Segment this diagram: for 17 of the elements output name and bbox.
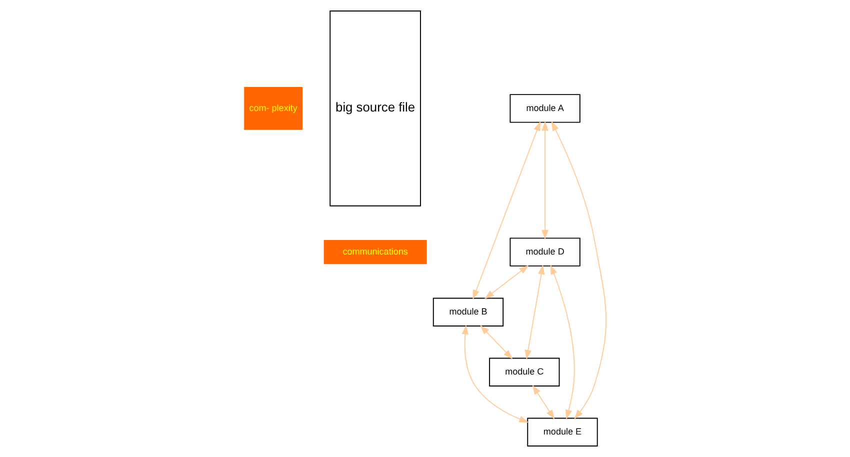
arrow bbox=[484, 265, 528, 300]
arrow bbox=[524, 264, 544, 360]
arrow bbox=[461, 324, 528, 423]
arrow bbox=[550, 264, 574, 420]
node-box: module B bbox=[432, 298, 504, 326]
node-box: module E bbox=[526, 418, 598, 447]
node-box: big source file bbox=[329, 10, 420, 206]
arrow bbox=[550, 121, 606, 420]
arrow bbox=[532, 384, 554, 420]
node-box: module A bbox=[509, 94, 580, 123]
arrow bbox=[541, 121, 548, 240]
node-box: module D bbox=[509, 238, 580, 266]
node-box: communications bbox=[323, 240, 426, 264]
arrow bbox=[479, 325, 512, 360]
arrow bbox=[472, 121, 540, 300]
node-box: module C bbox=[488, 358, 560, 386]
node-box: com- plexity bbox=[244, 86, 302, 130]
